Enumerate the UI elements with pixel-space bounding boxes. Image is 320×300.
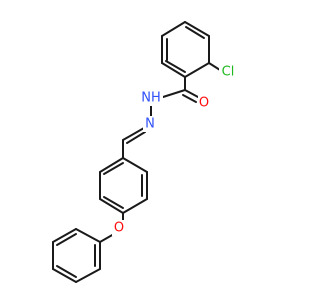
aromatic-inner-bond (56, 265, 77, 278)
bond (161, 62, 186, 78)
atom-label-carbonyl-oxygen: O (198, 95, 211, 111)
bond (99, 233, 115, 243)
atom-label-amide-nitrogen: NH (139, 90, 163, 106)
aromatic-inner-bond (185, 26, 205, 39)
carbonyl-oxygen-label: O (199, 96, 209, 111)
bond (122, 157, 148, 173)
aromatic-inner-bond (56, 233, 77, 246)
bond (182, 94, 197, 103)
chemical-structure-diagram: Cl O NH N O (52, 21, 237, 283)
phenyl-ring (52, 228, 101, 283)
bond (52, 268, 77, 283)
bond (208, 62, 221, 71)
phenoxyphenyl-ring (99, 157, 148, 214)
bond (75, 228, 101, 243)
atom-label-imine-nitrogen: N (143, 116, 157, 132)
bond (52, 228, 77, 243)
bond (126, 131, 146, 144)
bond (99, 157, 124, 173)
bond (184, 21, 210, 37)
chlorophenyl-ring (161, 21, 210, 78)
atom-label-ether-oxygen: O (112, 220, 126, 236)
chlorine-label: Cl (222, 65, 235, 80)
aromatic-inner-bond (103, 162, 124, 175)
ether-oxygen-label: O (114, 221, 124, 236)
bond (122, 127, 145, 141)
bond (184, 89, 199, 98)
bond (122, 198, 148, 214)
imine-nitrogen-label: N (145, 117, 155, 132)
bond (99, 198, 124, 214)
bond (161, 21, 186, 37)
bond (162, 89, 186, 98)
aromatic-inner-bond (165, 60, 186, 73)
amide-nh-label: NH (141, 91, 161, 106)
atom-label-chlorine: Cl (219, 64, 237, 80)
bond (184, 62, 210, 78)
bond (75, 268, 101, 283)
aromatic-inner-bond (103, 196, 124, 209)
